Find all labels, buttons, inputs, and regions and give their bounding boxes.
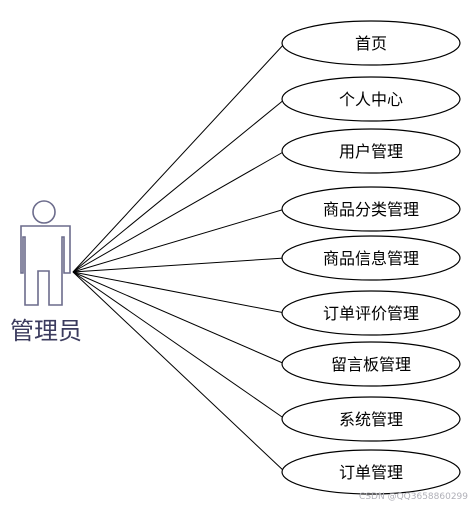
use-case-ellipse — [281, 235, 461, 281]
use-case: 商品信息管理 — [281, 235, 461, 281]
use-case-ellipse — [281, 341, 461, 387]
use-case-ellipse — [281, 186, 461, 232]
connector-line — [72, 208, 286, 273]
connector-line — [72, 257, 286, 273]
use-case: 订单管理 — [281, 449, 461, 495]
use-case: 系统管理 — [281, 396, 461, 442]
use-case-ellipse — [281, 76, 461, 122]
connector-line — [72, 271, 286, 365]
use-case-label: 订单评价管理 — [323, 304, 419, 323]
use-case-ellipse — [281, 290, 461, 336]
use-case-ellipse — [281, 128, 461, 174]
use-case: 商品分类管理 — [281, 186, 461, 232]
actor-label: 管理员 — [10, 317, 82, 345]
use-case: 个人中心 — [281, 76, 461, 122]
actor-body — [20, 225, 71, 306]
use-case-label: 系统管理 — [339, 410, 403, 429]
use-case: 留言板管理 — [281, 341, 461, 387]
connector-line — [72, 271, 286, 314]
connector-line — [72, 150, 286, 273]
connector-line — [72, 271, 286, 420]
connector-lines — [72, 42, 286, 473]
use-case: 用户管理 — [281, 128, 461, 174]
use-case-ellipse — [281, 20, 461, 66]
use-case-label: 商品信息管理 — [323, 249, 419, 268]
connector-line — [72, 98, 286, 273]
use-case-label: 留言板管理 — [331, 355, 411, 374]
use-case-label: 用户管理 — [339, 142, 403, 161]
use-case: 订单评价管理 — [281, 290, 461, 336]
use-case: 首页 — [281, 20, 461, 66]
connector-line — [72, 42, 286, 273]
use-case-label: 个人中心 — [339, 90, 403, 109]
use-case-label: 商品分类管理 — [323, 200, 419, 219]
use-case-ellipse — [281, 396, 461, 442]
actor-head — [32, 200, 56, 224]
use-case-label: 订单管理 — [339, 463, 403, 482]
actor-figure: 管理员 — [10, 200, 82, 345]
use-case-ellipse — [281, 449, 461, 495]
connector-line — [72, 271, 286, 473]
use-case-label: 首页 — [355, 34, 387, 53]
use-case-group: 首页个人中心用户管理商品分类管理商品信息管理订单评价管理留言板管理系统管理订单管… — [281, 20, 461, 495]
watermark: CSDN @QQ3658860299 — [359, 492, 468, 502]
